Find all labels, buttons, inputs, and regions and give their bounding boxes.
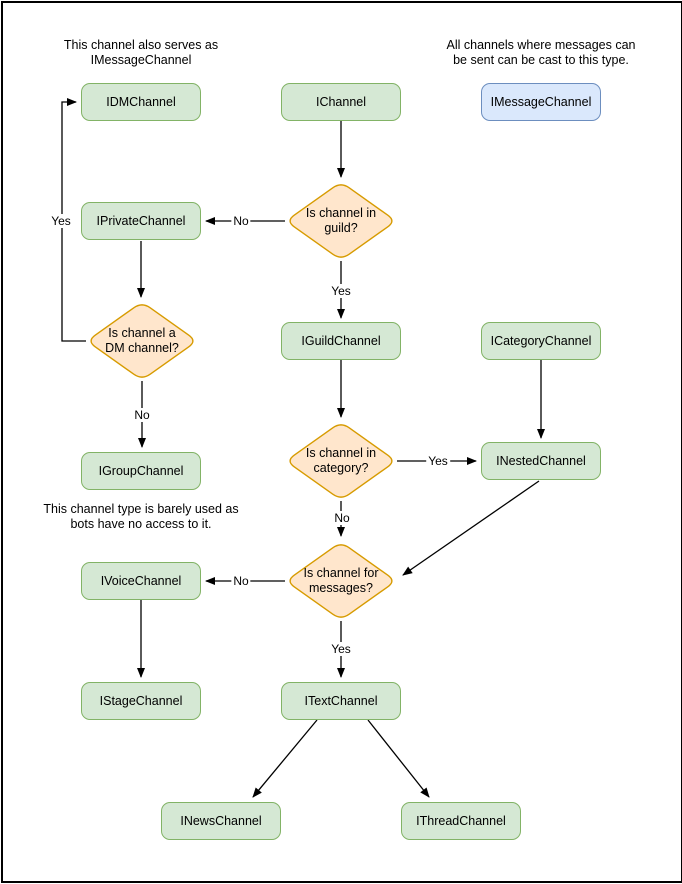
edge-label-dm-yes: Yes [49, 214, 73, 228]
node-idmchannel: IDMChannel [81, 83, 201, 121]
edge-itext-to-inews [252, 719, 318, 798]
decision-label: Is channel a DM channel? [105, 326, 179, 355]
node-igroupchannel: IGroupChannel [81, 452, 201, 490]
diamond-shape [289, 424, 393, 498]
node-icategorychannel: ICategoryChannel [481, 322, 601, 360]
edge-label-category-yes: Yes [426, 454, 450, 468]
decision-is-channel-in-guild: Is channel in guild? [285, 181, 397, 261]
node-inestedchannel: INestedChannel [481, 442, 601, 480]
diamond-shape [90, 304, 194, 378]
edge-inested-to-messages-decision [402, 480, 540, 576]
node-iguildchannel: IGuildChannel [281, 322, 401, 360]
note-imessagechannel-cast: All channels where messages can be sent … [446, 38, 636, 67]
edge-label-guild-yes: Yes [329, 284, 353, 298]
node-ithreadchannel: IThreadChannel [401, 802, 521, 840]
diamond-shape [289, 184, 393, 258]
node-itextchannel: ITextChannel [281, 682, 401, 720]
note-igroupchannel-barely-used: This channel type is barely used as bots… [43, 502, 239, 531]
decision-is-channel-in-category: Is channel in category? [285, 421, 397, 501]
decision-label: Is channel in guild? [305, 206, 377, 235]
node-inewschannel: INewsChannel [161, 802, 281, 840]
node-imessagechannel: IMessageChannel [481, 83, 601, 121]
node-iprivatechannel: IPrivateChannel [81, 202, 201, 240]
node-ichannel: IChannel [281, 83, 401, 121]
edge-label-category-no: No [332, 511, 352, 525]
edge-itext-to-ithread [367, 719, 430, 798]
edge-label-messages-no: No [231, 574, 251, 588]
decision-label: Is channel for messages? [303, 566, 379, 595]
edge-label-messages-yes: Yes [329, 642, 353, 656]
decision-is-channel-for-messages: Is channel for messages? [285, 541, 397, 621]
decision-is-channel-a-dm-channel: Is channel a DM channel? [86, 301, 198, 381]
node-istagechannel: IStageChannel [81, 682, 201, 720]
decision-label: Is channel in category? [305, 446, 377, 475]
diamond-shape [289, 544, 393, 618]
edge-label-guild-no: No [231, 214, 251, 228]
node-ivoicechannel: IVoiceChannel [81, 562, 201, 600]
note-idmchannel-serves-imessagechannel: This channel also serves as IMessageChan… [63, 38, 219, 67]
edge-label-dm-no: No [132, 408, 152, 422]
